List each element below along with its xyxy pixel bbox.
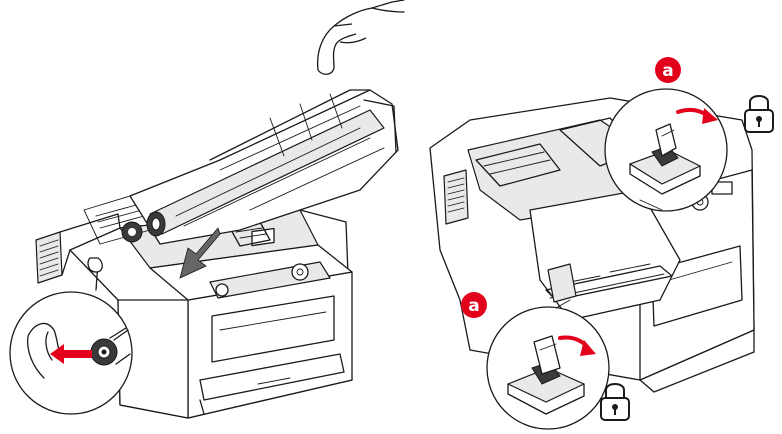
callout-badge-top: a [655,57,681,83]
lock-icon [600,383,630,421]
callout-badge-bottom: a [461,292,487,318]
red-arrow-icon [558,335,596,356]
badge-label: a [468,296,479,316]
red-arrow-icon [676,107,718,124]
red-arrow-icon [50,344,92,364]
right-bottom-detail-inset [486,306,610,430]
left-printer-illustration [35,89,399,419]
lock-icon [744,95,774,133]
callout-line [555,299,571,309]
drum-handle [87,257,103,273]
down-arrow-icon [179,227,221,279]
callout-line [639,199,663,211]
hand-icon [316,0,405,75]
badge-label: a [662,61,673,81]
right-top-detail-inset [604,88,728,212]
